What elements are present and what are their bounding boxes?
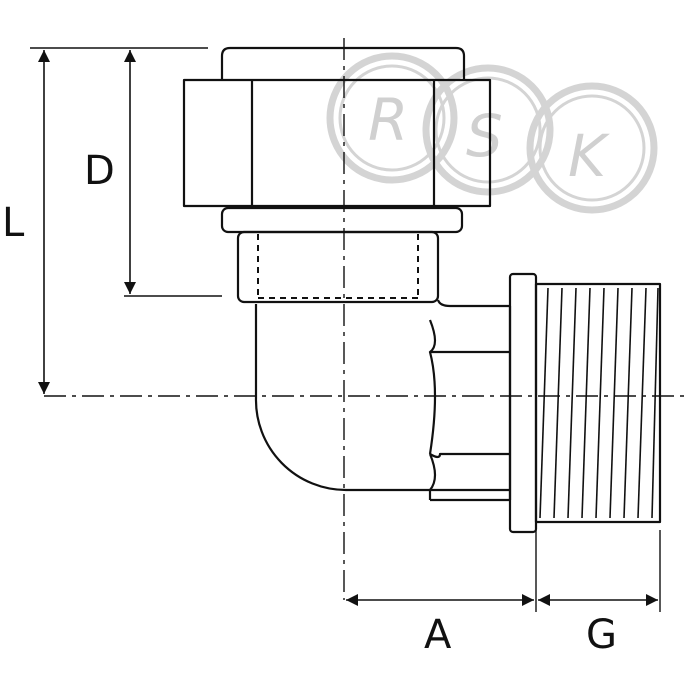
top-cap <box>220 46 466 80</box>
dimension-lines <box>38 50 658 606</box>
collar-ring <box>220 206 464 234</box>
outlet-hex <box>428 306 512 502</box>
outlet-flange <box>508 272 538 534</box>
elbow-top-edge <box>436 299 510 308</box>
centerlines <box>44 38 690 600</box>
male-thread <box>534 282 662 524</box>
extension-lines <box>30 47 661 612</box>
fitting-body <box>182 46 662 534</box>
watermark-letter-k: K <box>568 122 610 190</box>
watermark-letter-r: R <box>368 86 408 154</box>
dim-label-d: D <box>84 148 115 194</box>
watermark-letter-s: S <box>466 102 503 170</box>
hex-nut <box>182 78 492 208</box>
rsk-watermark: R S K <box>326 52 658 214</box>
dim-label-a: A <box>424 612 452 658</box>
dim-label-g: G <box>586 612 617 658</box>
thread-lines <box>539 287 659 519</box>
dim-label-l: L <box>2 200 25 246</box>
threaded-neck <box>236 230 440 304</box>
elbow-outer-curve <box>254 304 430 492</box>
